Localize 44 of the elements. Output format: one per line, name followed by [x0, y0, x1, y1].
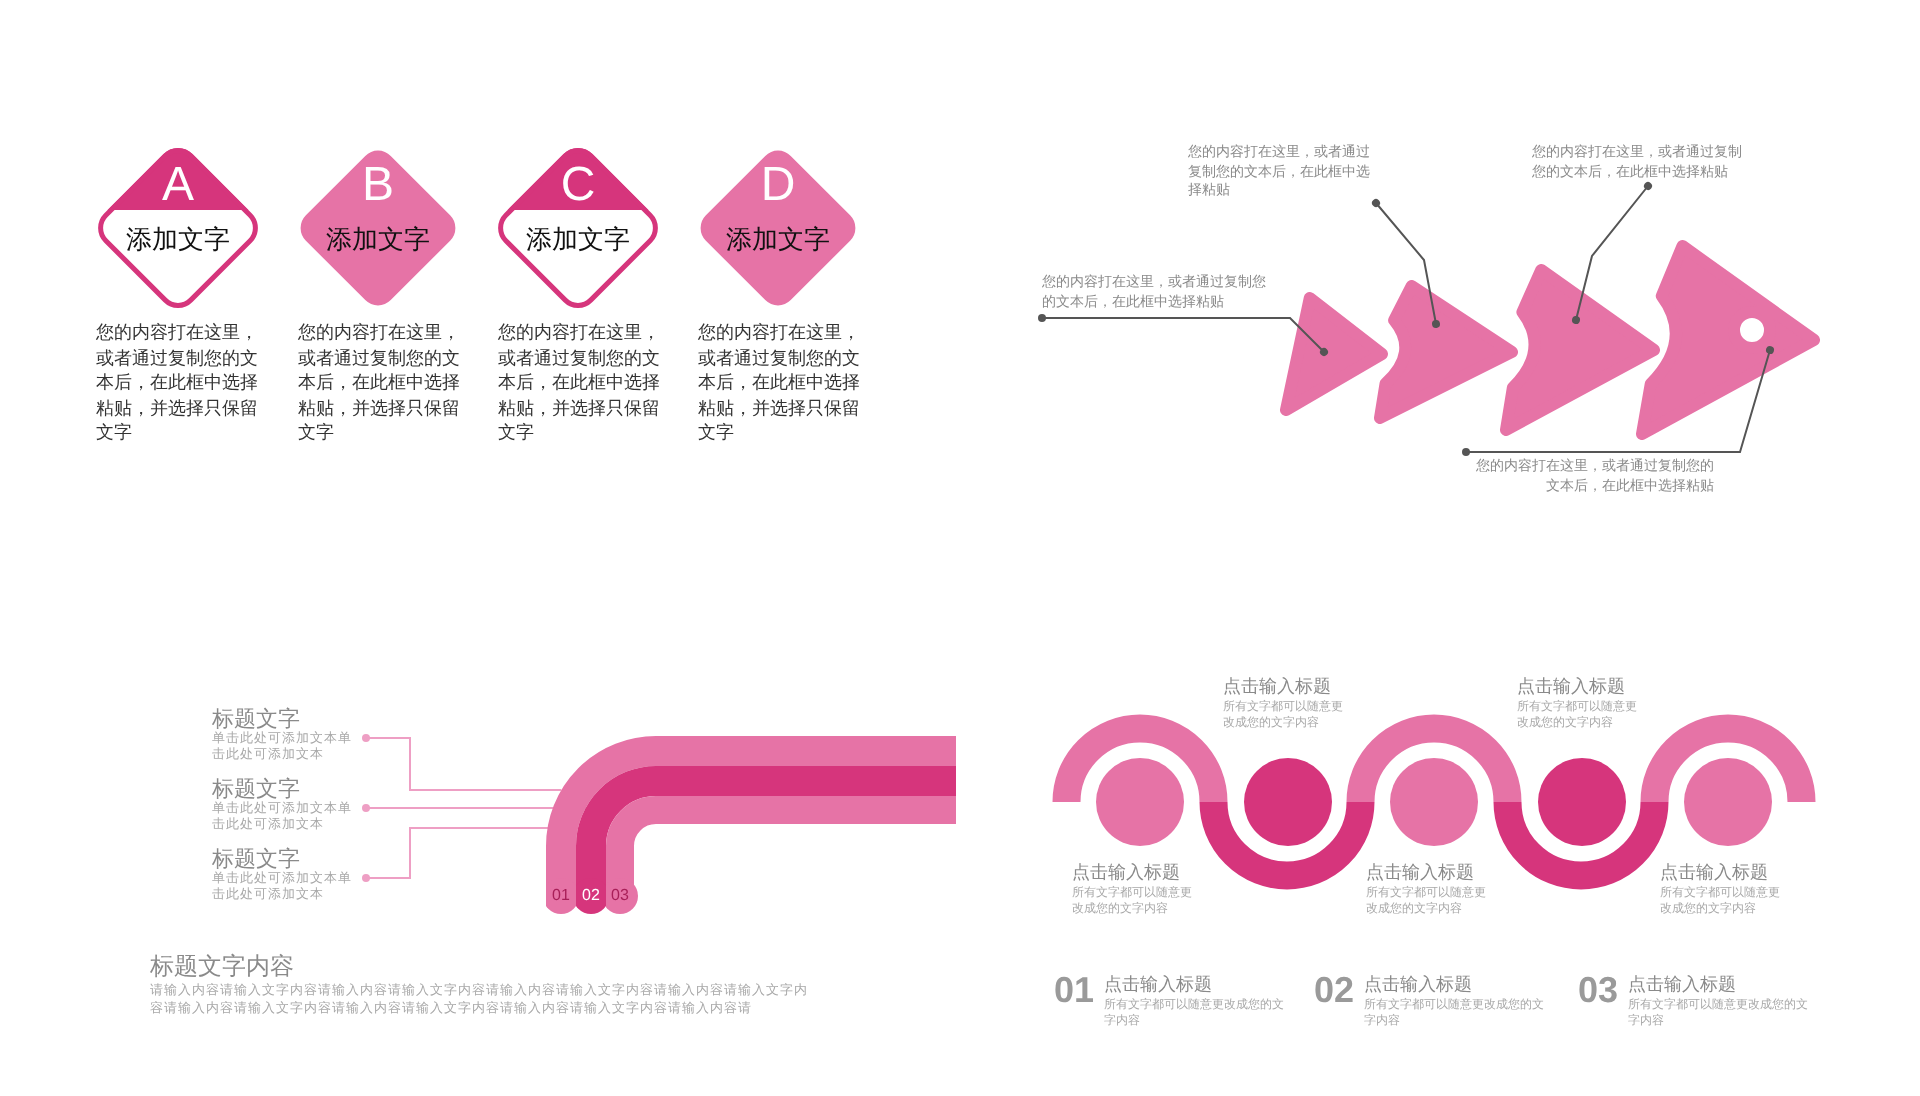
step-number: 03 [1578, 970, 1619, 1010]
diamond-label: 添加文字 [526, 224, 630, 256]
letter: B [362, 162, 394, 210]
description-text: 您的内容打在这里，或者通过复制您的文本后，在此框中选择粘贴，并选择只保留文字 [96, 320, 260, 445]
diamond-label: 添加文字 [126, 224, 230, 256]
chevron-shape [1636, 240, 1820, 440]
step-number: 01 [1054, 970, 1095, 1010]
step-circle [1390, 758, 1478, 846]
step-title: 点击输入标题 [1223, 676, 1331, 698]
diamond-label: 添加文字 [726, 224, 830, 256]
step-number: 02 [1314, 970, 1355, 1010]
diamond-label: 添加文字 [326, 224, 430, 256]
leader-line [1462, 346, 1774, 456]
step-title: 点击输入标题 [1366, 862, 1474, 884]
step-number: 01 [552, 888, 570, 904]
step-title: 点击输入标题 [1517, 676, 1625, 698]
chevron-shape [1374, 280, 1518, 424]
chevron-shape [1500, 264, 1660, 436]
letter: A [162, 162, 194, 210]
leader-line [1572, 182, 1652, 324]
step-circle [1684, 758, 1772, 846]
letter: D [760, 162, 796, 210]
description-text: 您的内容打在这里，或者通过复制您的文本后，在此框中选择粘贴，并选择只保留文字 [698, 320, 862, 445]
step-title: 点击输入标题 [1364, 974, 1472, 996]
step-title: 点击输入标题 [1072, 862, 1180, 884]
description-text: 您的内容打在这里，或者通过复制您的文本后，在此框中选择粘贴，并选择只保留文字 [498, 320, 662, 445]
step-circle [1096, 758, 1184, 846]
step-circle [1537, 758, 1625, 846]
leader-line [1038, 314, 1328, 356]
leader-line [362, 734, 563, 791]
letter: C [560, 162, 596, 210]
heading: 标题文字内容 [150, 952, 294, 980]
step-number: 02 [582, 888, 600, 904]
list-title: 标题文字 [212, 708, 300, 732]
step-title: 点击输入标题 [1104, 974, 1212, 996]
step-number: 03 [611, 888, 629, 904]
step-title: 点击输入标题 [1628, 974, 1736, 996]
step-circle [1243, 758, 1331, 846]
description-text: 您的内容打在这里，或者通过复制您的文本后，在此框中选择粘贴，并选择只保留文字 [298, 320, 462, 445]
step-title: 点击输入标题 [1660, 862, 1768, 884]
chevron-shape [1280, 292, 1388, 416]
leader-line [1372, 199, 1440, 328]
list-title: 标题文字 [212, 778, 300, 802]
list-title: 标题文字 [212, 848, 300, 872]
